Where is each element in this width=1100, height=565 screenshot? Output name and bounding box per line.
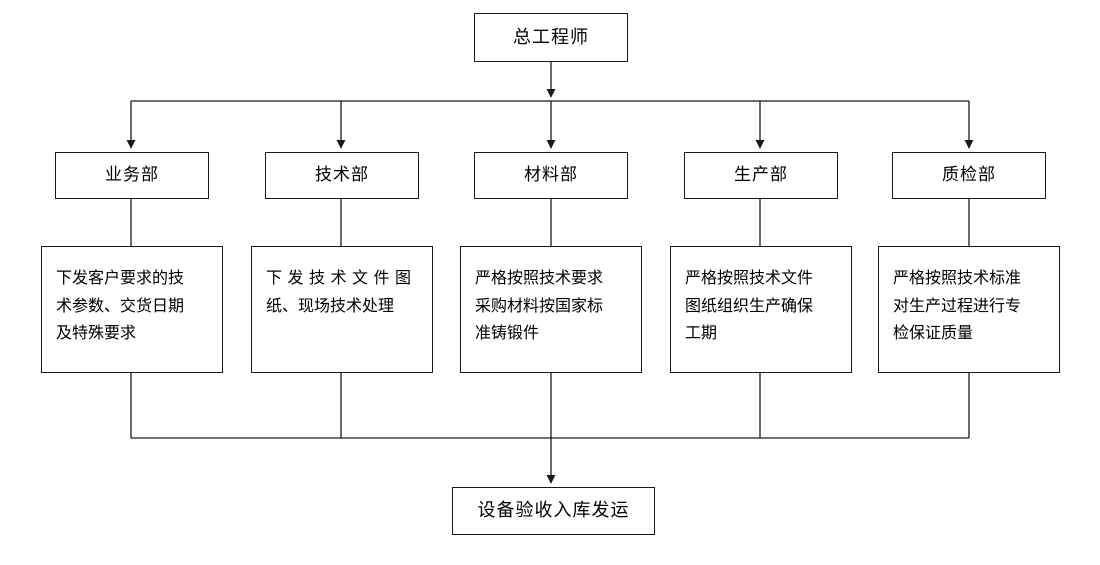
node-detail-quality-inspection-text: 严格按照技术标准对生产过程进行专检保证质量 (893, 264, 1045, 347)
text-line: 采购材料按国家标 (475, 295, 604, 315)
node-dept-technical[interactable]: 技术部 (265, 152, 419, 199)
node-dept-business[interactable]: 业务部 (55, 152, 209, 199)
text-line: 术参数、交货日期 (56, 295, 185, 315)
text-line: 对生产过程进行专 (893, 295, 1022, 315)
node-detail-materials-text: 严格按照技术要求采购材料按国家标准铸锻件 (475, 264, 627, 347)
node-detail-production-text: 严格按照技术文件图纸组织生产确保工期 (685, 264, 837, 347)
node-dept-materials[interactable]: 材料部 (474, 152, 628, 199)
node-equipment-acceptance-label: 设备验收入库发运 (477, 500, 630, 521)
text-line: 严格按照技术文件 (685, 268, 814, 287)
node-dept-materials-label: 材料部 (524, 165, 578, 185)
node-dept-quality-inspection[interactable]: 质检部 (892, 152, 1046, 199)
node-detail-quality-inspection[interactable]: 严格按照技术标准对生产过程进行专检保证质量 (878, 246, 1060, 373)
node-detail-business[interactable]: 下发客户要求的技术参数、交货日期及特殊要求 (41, 246, 223, 373)
text-line: 工期 (685, 323, 718, 343)
node-dept-business-label: 业务部 (105, 165, 159, 185)
node-equipment-acceptance[interactable]: 设备验收入库发运 (452, 487, 655, 535)
node-detail-production[interactable]: 严格按照技术文件图纸组织生产确保工期 (670, 246, 852, 373)
node-chief-engineer-label: 总工程师 (513, 26, 589, 48)
text-line: 严格按照技术标准 (893, 268, 1022, 287)
text-line: 下发客户要求的技 (56, 268, 185, 287)
text-line: 准铸锻件 (475, 323, 540, 343)
text-line: 严格按照技术要求 (475, 268, 604, 287)
node-detail-technical-text: 下发技术文件图纸、现场技术处理 (266, 264, 418, 319)
text-line: 纸、现场技术处理 (266, 295, 395, 315)
node-detail-business-text: 下发客户要求的技术参数、交货日期及特殊要求 (56, 264, 208, 347)
node-dept-production[interactable]: 生产部 (684, 152, 838, 199)
node-detail-technical[interactable]: 下发技术文件图纸、现场技术处理 (251, 246, 433, 373)
text-line: 检保证质量 (893, 323, 974, 343)
node-dept-production-label: 生产部 (734, 165, 788, 185)
node-detail-materials[interactable]: 严格按照技术要求采购材料按国家标准铸锻件 (460, 246, 642, 373)
node-dept-quality-inspection-label: 质检部 (942, 165, 996, 185)
text-line: 图纸组织生产确保 (685, 295, 814, 315)
text-line: 下发技术文件图 (266, 268, 417, 287)
node-dept-technical-label: 技术部 (315, 165, 369, 185)
text-line: 及特殊要求 (56, 323, 137, 343)
node-chief-engineer[interactable]: 总工程师 (474, 13, 628, 62)
